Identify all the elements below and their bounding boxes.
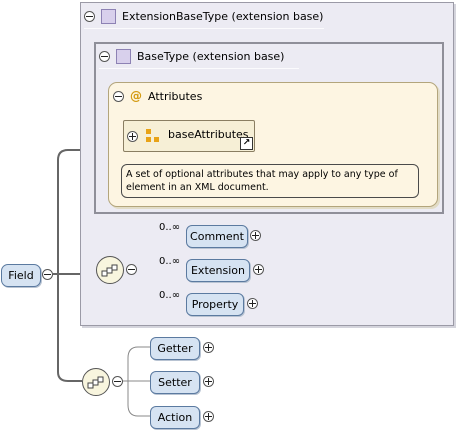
annotation-line-1: A set of optional attributes that may ap…	[126, 169, 398, 180]
expand-icon[interactable]	[203, 411, 214, 422]
sequence-icon[interactable]	[96, 256, 124, 284]
getter-element[interactable]: Getter	[150, 337, 200, 360]
header-divider	[84, 28, 324, 29]
comment-label: Comment	[190, 230, 244, 243]
reference-arrow-icon[interactable]: ↗	[240, 137, 253, 150]
cardinality-label: 0..∞	[159, 222, 181, 233]
expand-icon[interactable]	[247, 298, 258, 309]
property-element[interactable]: Property	[186, 293, 244, 316]
setter-element[interactable]: Setter	[150, 371, 200, 394]
at-icon: @	[130, 89, 142, 103]
expand-icon[interactable]	[127, 131, 138, 142]
collapse-icon[interactable]	[99, 51, 110, 62]
field-element[interactable]: Field	[1, 264, 41, 287]
expand-icon[interactable]	[203, 342, 214, 353]
action-label: Action	[157, 411, 193, 424]
collapse-icon[interactable]	[112, 376, 123, 387]
comment-element[interactable]: Comment	[186, 225, 248, 248]
expand-icon[interactable]	[203, 376, 214, 387]
collapse-icon[interactable]	[113, 90, 124, 102]
action-element[interactable]: Action	[150, 406, 200, 429]
base-type-label: BaseType (extension base)	[137, 50, 285, 63]
annotation-line-2: element in an XML document.	[126, 182, 269, 193]
complex-type-icon	[101, 9, 116, 24]
expand-icon[interactable]	[253, 264, 264, 275]
getter-label: Getter	[157, 342, 193, 355]
setter-label: Setter	[158, 376, 192, 389]
extension-base-type-label: ExtensionBaseType (extension base)	[122, 10, 324, 23]
sequence-icon[interactable]	[82, 368, 110, 396]
cardinality-label: 0..∞	[159, 290, 181, 301]
base-type-header: BaseType (extension base)	[99, 49, 284, 64]
collapse-icon[interactable]	[84, 11, 95, 22]
extension-label: Extension	[190, 264, 245, 277]
field-label: Field	[8, 269, 34, 282]
cardinality-label: 0..∞	[159, 256, 181, 267]
attributes-header: @ Attributes	[113, 89, 202, 103]
collapse-icon[interactable]	[126, 264, 137, 275]
attributes-label: Attributes	[148, 89, 203, 103]
extension-base-type-header: ExtensionBaseType (extension base)	[84, 9, 323, 24]
base-attributes-label: baseAttributes	[168, 128, 249, 141]
header-divider	[99, 68, 299, 69]
annotation-tooltip: A set of optional attributes that may ap…	[121, 164, 419, 198]
collapse-icon[interactable]	[42, 269, 53, 280]
expand-icon[interactable]	[250, 230, 261, 241]
complex-type-icon	[116, 49, 131, 64]
extension-element[interactable]: Extension	[186, 259, 250, 282]
attribute-icon	[146, 129, 160, 143]
property-label: Property	[191, 298, 239, 311]
base-attributes-node[interactable]: baseAttributes ↗	[123, 120, 255, 152]
